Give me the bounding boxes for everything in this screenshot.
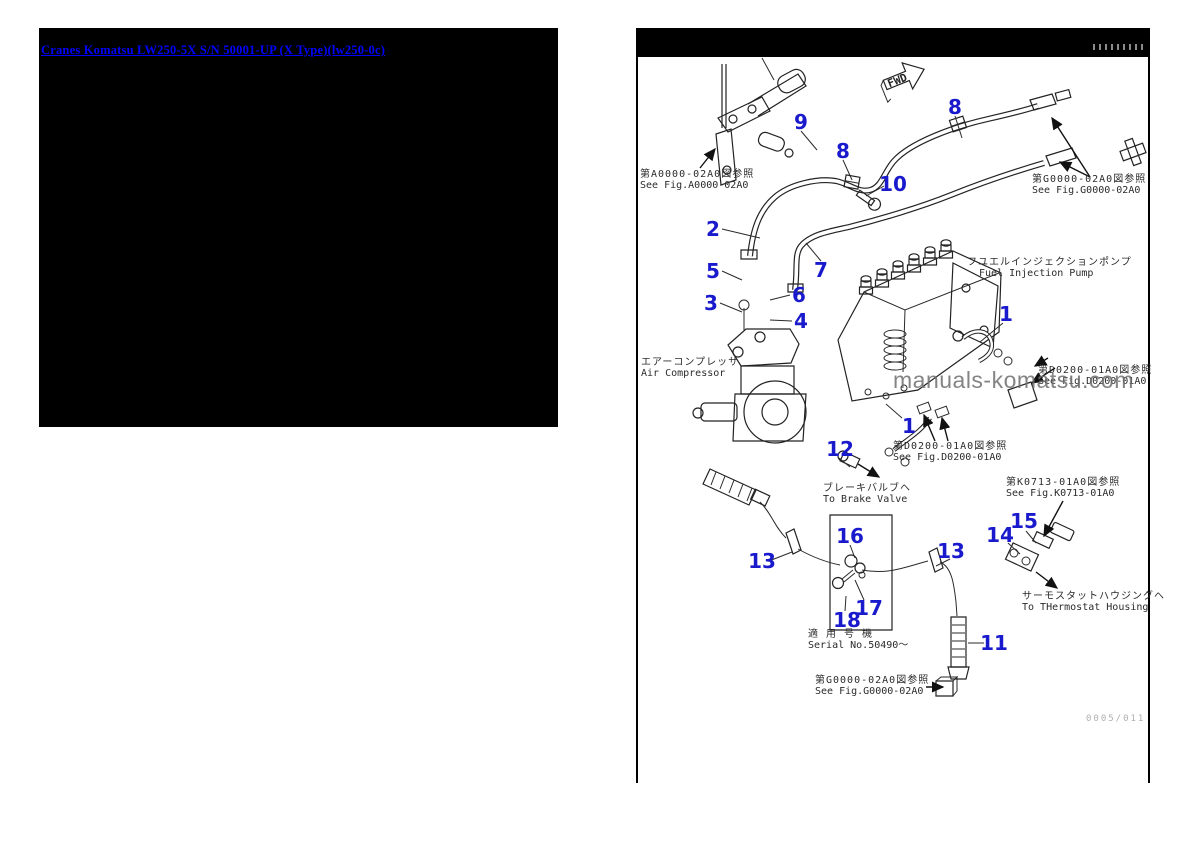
blank-image-placeholder <box>39 28 558 427</box>
callout-1a[interactable]: 1 <box>999 302 1013 326</box>
breadcrumb-title-link[interactable]: Cranes Komatsu LW250-5X S/N 50001-UP (X … <box>41 43 386 57</box>
watermark: manuals-komatsu.com <box>893 367 1134 393</box>
diagram-top-bar <box>638 28 1148 57</box>
callout-16[interactable]: 16 <box>836 524 864 548</box>
callout-18[interactable]: 18 <box>833 608 861 632</box>
callout-8b[interactable]: 8 <box>836 139 850 163</box>
cropped-text-marks <box>1093 44 1145 50</box>
callout-9[interactable]: 9 <box>794 110 808 134</box>
callout-2[interactable]: 2 <box>706 217 720 241</box>
callout-17[interactable]: 17 <box>855 596 883 620</box>
callout-8a[interactable]: 8 <box>948 95 962 119</box>
callout-12[interactable]: 12 <box>826 437 854 461</box>
diagram-frame <box>636 28 1150 783</box>
callout-10[interactable]: 10 <box>879 172 907 196</box>
ref-d0200-center: 第D0200-01A0図参照 See Fig.D0200-01A0 <box>893 441 1008 463</box>
page-code: 0005/011 <box>1086 714 1146 724</box>
ref-a0000: 第A0000-02A0図参照 See Fig.A0000-02A0 <box>640 169 755 191</box>
ref-k0713: 第K0713-01A0図参照 See Fig.K0713-01A0 <box>1006 477 1121 499</box>
callout-5[interactable]: 5 <box>706 259 720 283</box>
label-to-brake-valve: ブレーキバルブヘ To Brake Valve <box>823 483 911 505</box>
label-to-thermostat-housing: サーモスタットハウジングヘ To THermostat Housing <box>1022 591 1165 613</box>
callout-15[interactable]: 15 <box>1010 509 1038 533</box>
label-air-compressor: エアーコンプレッサ Air Compressor <box>641 357 740 379</box>
callout-13a[interactable]: 13 <box>748 549 776 573</box>
label-fuel-injection-pump: フユエルインジェクションポンプ Fuel Injection Pump <box>967 257 1132 279</box>
callout-4[interactable]: 4 <box>794 309 808 333</box>
ref-g0000-top: 第G0000-02A0図参照 See Fig.G0000-02A0 <box>1032 174 1147 196</box>
callout-11[interactable]: 11 <box>980 631 1008 655</box>
callout-13b[interactable]: 13 <box>937 539 965 563</box>
ref-g0000-bottom: 第G0000-02A0図参照 See Fig.G0000-02A0 <box>815 675 930 697</box>
callout-14[interactable]: 14 <box>986 523 1014 547</box>
callout-6[interactable]: 6 <box>792 283 806 307</box>
ref-d0200-right: 第D0200-01A0図参照 See Fig.D0200-01A0 <box>1038 365 1153 387</box>
callout-3[interactable]: 3 <box>704 291 718 315</box>
callout-7[interactable]: 7 <box>814 258 828 282</box>
callout-1b[interactable]: 1 <box>902 414 916 438</box>
label-serial-number: 適 用 号 機 Serial No.50490～ <box>808 629 909 651</box>
